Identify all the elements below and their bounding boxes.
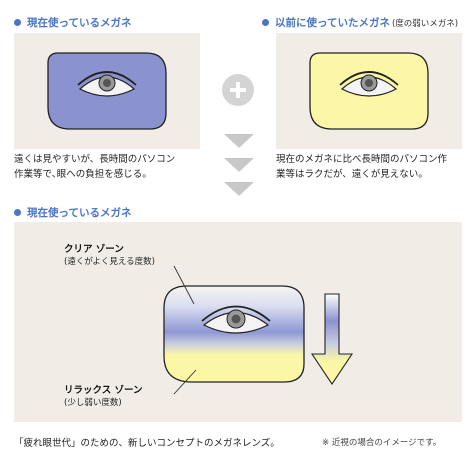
previous-glasses-description: 現在のメガネに比べ長時間のパソコン作 業等はラクだが、遠くが見えない。	[276, 154, 448, 180]
clear-zone-leader-line	[173, 265, 195, 305]
previous-glasses-heading: 以前に使っていたメガネ (度の弱いメガネ)	[262, 15, 458, 30]
bullet-icon	[262, 19, 269, 26]
down-chevron-icon	[224, 134, 254, 148]
current-glasses-heading: 現在使っているメガネ	[14, 15, 131, 30]
relax-zone-subtitle: (少し弱い度数)	[64, 398, 122, 408]
progressive-lens-illustration	[163, 265, 354, 395]
eye-icon	[77, 71, 137, 97]
down-chevron-icon	[224, 182, 254, 196]
myopia-footnote: ※ 近視の場合のイメージです。	[322, 438, 442, 448]
down-chevron-icon	[224, 158, 254, 172]
eye-icon	[339, 71, 399, 97]
concept-caption: 「疲れ眼世代」のための、新しいコンセプトのメガネレンズ。	[14, 438, 280, 449]
previous-glasses-panel	[276, 33, 462, 149]
relax-zone-leader-line	[173, 369, 197, 395]
current-glasses-description: 遠くは見やすいが、長時間のパソコン 作業等で､眼への負担を感じる。	[14, 154, 176, 180]
plus-icon	[222, 74, 254, 106]
bullet-icon	[14, 19, 21, 26]
eye-icon	[201, 305, 271, 334]
down-arrow-icon	[310, 293, 354, 385]
clear-zone-title: クリア ゾーン	[64, 244, 124, 255]
clear-zone-subtitle: (遠くがよく見える度数)	[64, 257, 155, 267]
previous-lens-illustration	[309, 52, 429, 130]
new-lens-panel	[14, 222, 462, 422]
bullet-icon	[14, 209, 21, 216]
gradient-lens	[163, 285, 305, 383]
relax-zone-title: リラックス ゾーン	[64, 385, 143, 396]
new-lens-heading: 現在使っているメガネ	[14, 205, 131, 220]
current-lens-illustration	[47, 52, 167, 130]
current-glasses-panel	[14, 33, 200, 149]
